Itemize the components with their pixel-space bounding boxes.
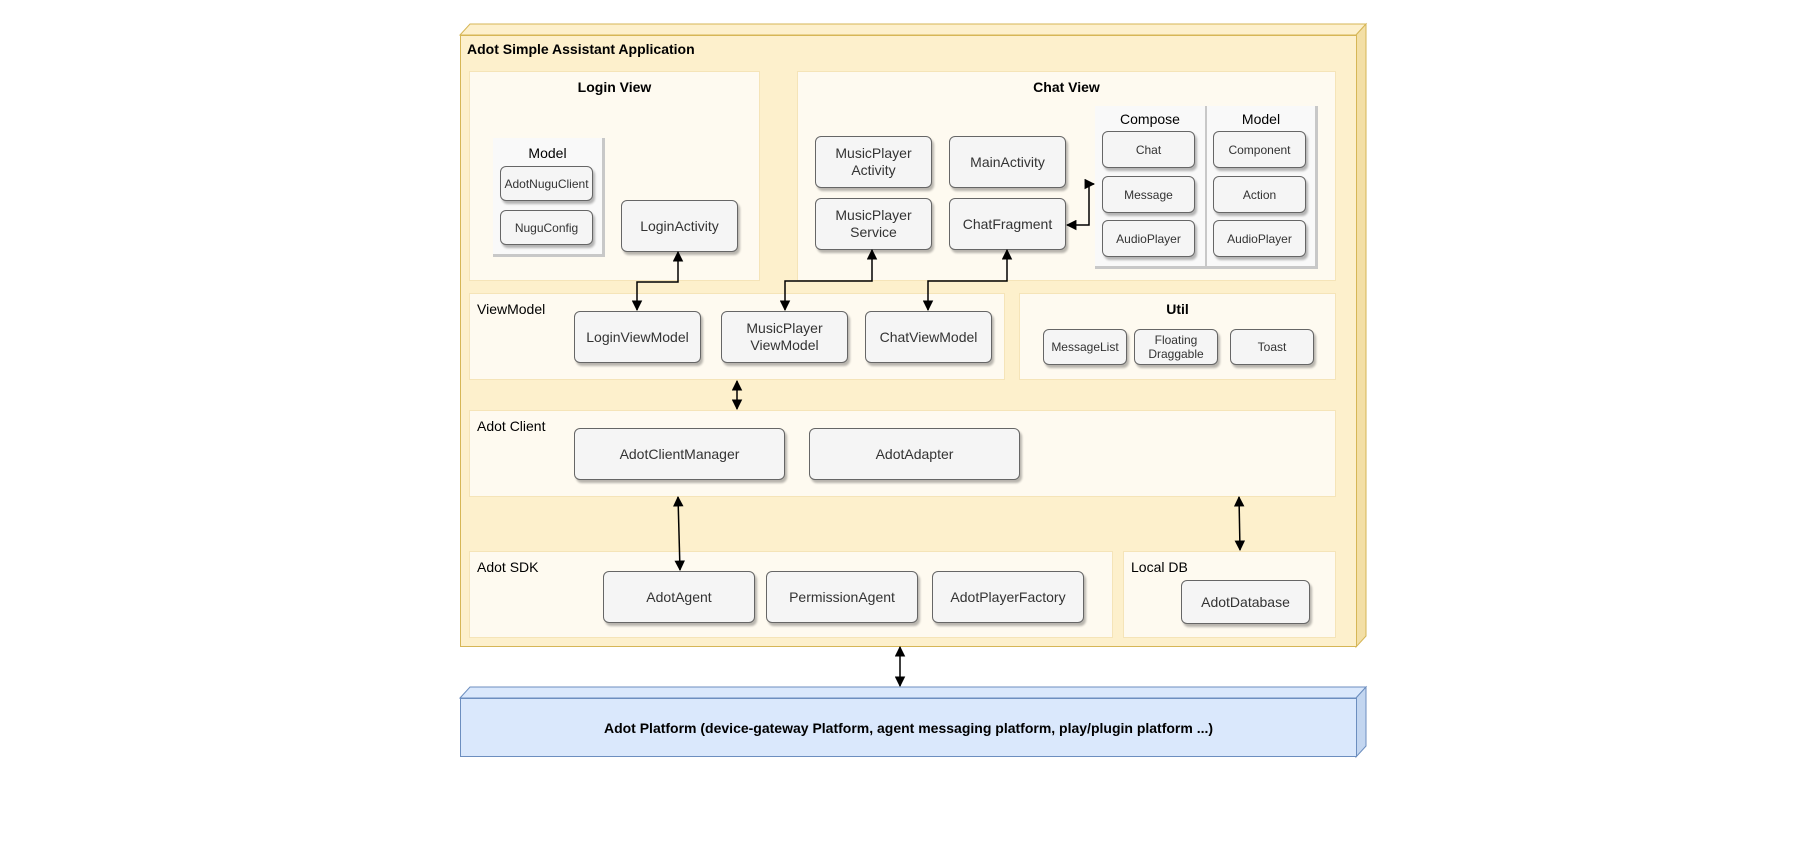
permission-agent-box[interactable]: PermissionAgent (766, 571, 918, 623)
chat-view-title: Chat View (1033, 79, 1100, 95)
adot-client-label: Adot Client (477, 418, 546, 434)
music-player-viewmodel-box[interactable]: MusicPlayer ViewModel (721, 311, 848, 363)
adot-client-to-local-db-arrow (1233, 495, 1246, 552)
compose-message-box[interactable]: Message (1102, 176, 1195, 213)
chat-fragment-box[interactable]: ChatFragment (949, 198, 1066, 250)
chat-fragment-to-chat-viewmodel-arrow (922, 248, 1013, 312)
music-service-to-music-viewmodel-arrow (779, 248, 878, 312)
model-audio-player-box[interactable]: AudioPlayer (1213, 220, 1306, 257)
music-player-activity-box[interactable]: MusicPlayer Activity (815, 136, 932, 188)
login-model-title: Model (528, 145, 567, 161)
chat-fragment-to-compose-arrow (1065, 178, 1096, 231)
compose-title: Compose (1120, 111, 1180, 127)
nugu-config-box[interactable]: NuguConfig (500, 210, 593, 245)
viewmodel-label: ViewModel (477, 301, 546, 317)
local-db-label: Local DB (1131, 559, 1188, 575)
chat-viewmodel-box[interactable]: ChatViewModel (865, 311, 992, 363)
util-message-list-box[interactable]: MessageList (1043, 329, 1127, 365)
util-title: Util (1166, 301, 1189, 317)
login-activity-box[interactable]: LoginActivity (621, 200, 738, 252)
model-component-box[interactable]: Component (1213, 131, 1306, 168)
main-activity-box[interactable]: MainActivity (949, 136, 1066, 188)
chat-model-title: Model (1241, 111, 1281, 127)
adot-player-factory-box[interactable]: AdotPlayerFactory (932, 571, 1084, 623)
login-activity-to-login-viewmodel-arrow (631, 250, 684, 312)
adot-nugu-client-box[interactable]: AdotNuguClient (500, 166, 593, 201)
util-floating-draggable-box[interactable]: Floating Draggable (1134, 329, 1218, 365)
adot-adapter-box[interactable]: AdotAdapter (809, 428, 1020, 480)
adot-platform-box: Adot Platform (device-gateway Platform, … (460, 698, 1357, 757)
util-toast-box[interactable]: Toast (1230, 329, 1314, 365)
adot-client-manager-box[interactable]: AdotClientManager (574, 428, 785, 480)
compose-model-divider (1205, 106, 1207, 266)
adot-sdk-label: Adot SDK (477, 559, 539, 575)
app-title: Adot Simple Assistant Application (467, 41, 695, 57)
model-action-box[interactable]: Action (1213, 176, 1306, 213)
login-viewmodel-box[interactable]: LoginViewModel (574, 311, 701, 363)
adot-platform-title: Adot Platform (device-gateway Platform, … (603, 719, 1214, 736)
compose-audio-player-box[interactable]: AudioPlayer (1102, 220, 1195, 257)
adot-client-manager-to-adot-agent-arrow (673, 495, 685, 572)
adot-database-box[interactable]: AdotDatabase (1181, 580, 1310, 624)
login-view-title: Login View (577, 79, 652, 95)
adot-agent-box[interactable]: AdotAgent (603, 571, 755, 623)
compose-chat-box[interactable]: Chat (1102, 131, 1195, 168)
